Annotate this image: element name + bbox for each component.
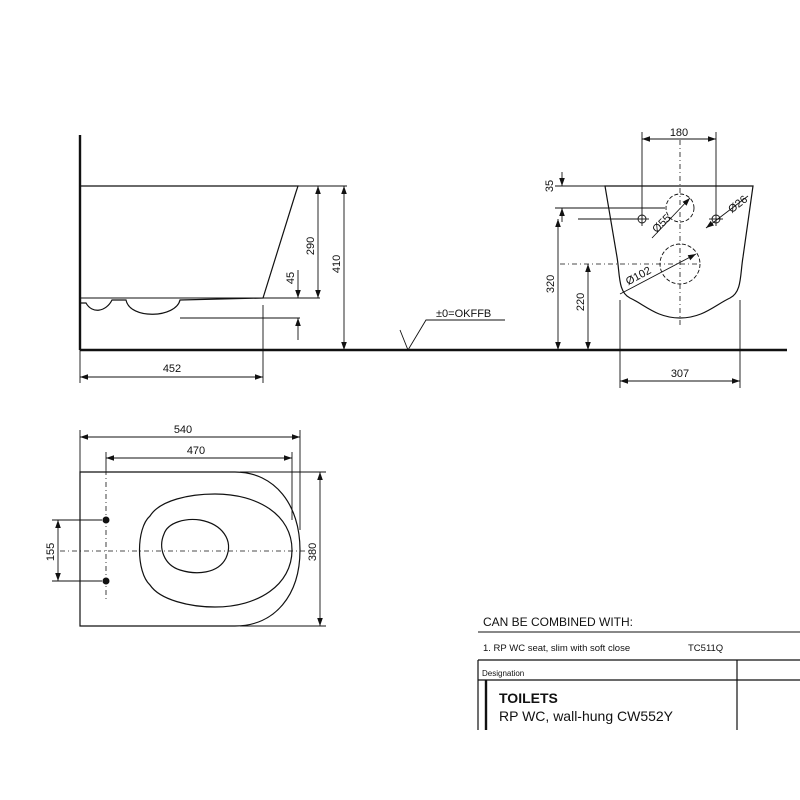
leader-55: [651, 197, 691, 239]
fixing-dot-top: [102, 516, 110, 524]
combined-title: CAN BE COMBINED WITH:: [483, 615, 634, 629]
front-view: 180 35 320 220 307 Ø55 Ø26 Ø102: [544, 127, 754, 388]
dim-470: 470: [187, 445, 205, 457]
product-category: TOILETS: [499, 690, 558, 706]
hole-55: [665, 193, 695, 223]
designation-label: Designation: [482, 669, 525, 678]
dim-290: 290: [305, 237, 317, 255]
dim-307: 307: [671, 368, 689, 380]
dim-320: 320: [545, 275, 557, 293]
fixing-dot-bottom: [102, 577, 110, 585]
toilet-top-outline: [79, 471, 301, 627]
combined-item-code: TC511Q: [688, 643, 724, 654]
floor-ref-symbol: [399, 319, 505, 352]
dim-155: 155: [45, 543, 57, 561]
top-view: 540 470 155 380: [45, 424, 326, 627]
dim-540: 540: [174, 424, 192, 436]
dim-45: 45: [285, 272, 297, 284]
dim-180: 180: [670, 127, 688, 139]
seat-outline: [138, 493, 293, 608]
side-view: 290 410 45 452: [78, 135, 787, 383]
dim-220: 220: [575, 293, 587, 311]
toilet-side-outline: [80, 185, 299, 315]
leader-26: [705, 195, 749, 229]
dim-dia-55: Ø55: [650, 212, 673, 235]
combined-item: 1. RP WC seat, slim with soft close: [483, 643, 631, 654]
dim-35: 35: [544, 180, 556, 192]
hole-102: [659, 243, 701, 285]
toilet-front-outline: [604, 185, 754, 319]
dim-380: 380: [307, 543, 319, 561]
dim-410: 410: [331, 255, 343, 273]
dim-452: 452: [163, 363, 181, 375]
bowl-outline: [161, 518, 230, 574]
title-block-frame: [477, 631, 800, 730]
floor-reference: ±0=OKFFB: [399, 308, 505, 352]
floor-ref-label: ±0=OKFFB: [436, 308, 491, 320]
product-name: RP WC, wall-hung CW552Y: [499, 708, 674, 724]
leader-102: [619, 253, 697, 295]
